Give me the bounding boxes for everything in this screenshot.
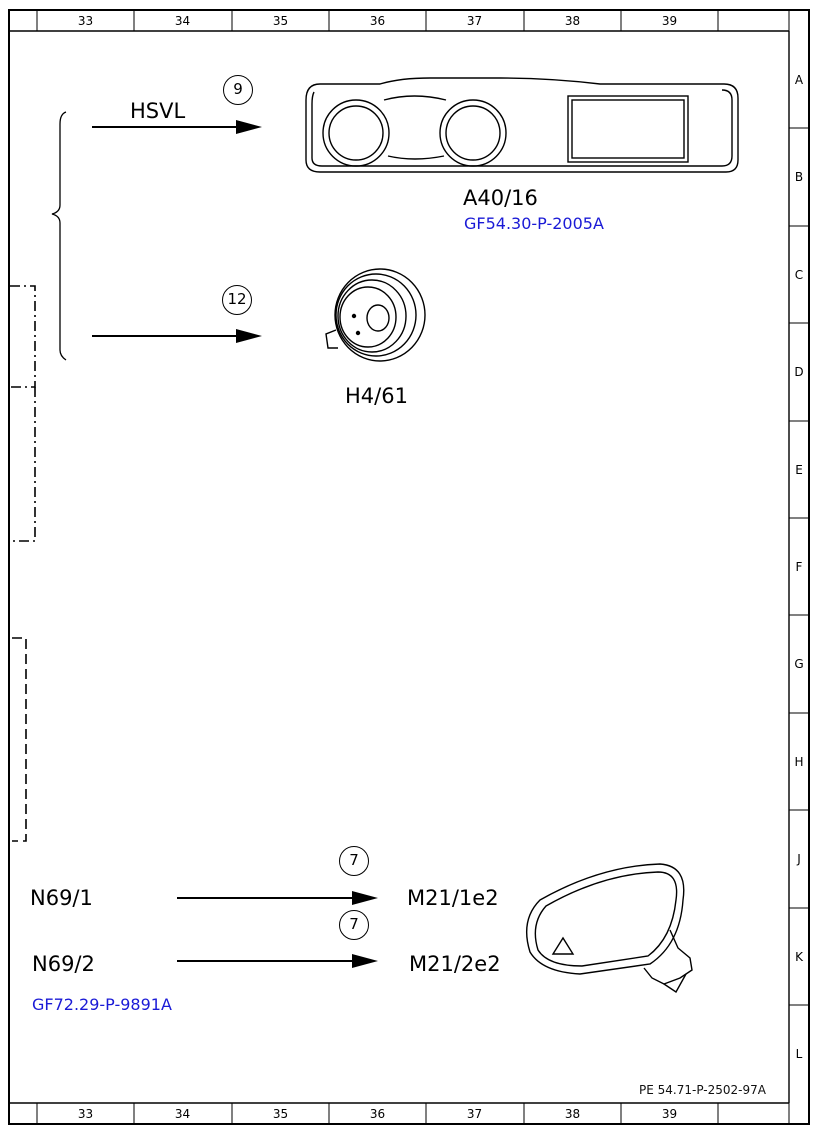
column-number: 38 [564, 1107, 581, 1121]
column-number: 36 [369, 1107, 386, 1121]
row-letter: L [795, 1047, 803, 1061]
column-number: 35 [272, 1107, 289, 1121]
column-number: 39 [661, 1107, 678, 1121]
column-number: 33 [77, 1107, 94, 1121]
column-number: 38 [564, 14, 581, 28]
label-a40-16: A40/16 [463, 186, 538, 210]
row-letter: F [795, 559, 803, 574]
column-number: 37 [466, 14, 483, 28]
callout-12: 12 [222, 285, 252, 315]
column-ticks-top [36, 10, 719, 31]
column-number: 33 [77, 14, 94, 28]
label-m21-2e2: M21/2e2 [409, 952, 501, 976]
label-n69-1: N69/1 [30, 886, 93, 910]
link-gf54-30[interactable]: GF54.30-P-2005A [464, 214, 604, 233]
row-letter: E [795, 462, 803, 477]
callout-7-upper: 7 [339, 846, 369, 876]
column-number: 34 [174, 1107, 191, 1121]
callout-9: 9 [223, 75, 253, 105]
callout-7-lower: 7 [339, 910, 369, 940]
left-connector-markers [10, 285, 36, 842]
row-letter: H [794, 754, 804, 769]
column-number: 35 [272, 14, 289, 28]
column-number: 34 [174, 14, 191, 28]
column-number: 37 [466, 1107, 483, 1121]
link-gf72-29[interactable]: GF72.29-P-9891A [32, 995, 172, 1014]
outer-frame [8, 9, 810, 1125]
speaker-drawing [325, 268, 426, 362]
label-n69-2: N69/2 [32, 952, 95, 976]
label-hsvl: HSVL [130, 99, 186, 123]
row-letter: K [795, 949, 803, 964]
row-letter: D [794, 365, 804, 379]
row-letter: G [794, 657, 804, 671]
instrument-cluster-drawing [305, 77, 739, 173]
column-ticks-bottom [36, 1103, 719, 1124]
label-m21-1e2: M21/1e2 [407, 886, 499, 910]
row-ticks [789, 127, 809, 1006]
row-letter: A [794, 72, 804, 87]
row-letter: B [794, 170, 804, 184]
brace [51, 111, 67, 361]
label-h4-61: H4/61 [345, 384, 408, 408]
column-number: 39 [661, 14, 678, 28]
row-letter: C [794, 267, 804, 282]
side-mirror-drawing [526, 863, 693, 994]
column-number: 36 [369, 14, 386, 28]
row-letter: J [797, 852, 801, 866]
arrows [92, 120, 378, 968]
document-id: PE 54.71-P-2502-97A [639, 1083, 766, 1097]
